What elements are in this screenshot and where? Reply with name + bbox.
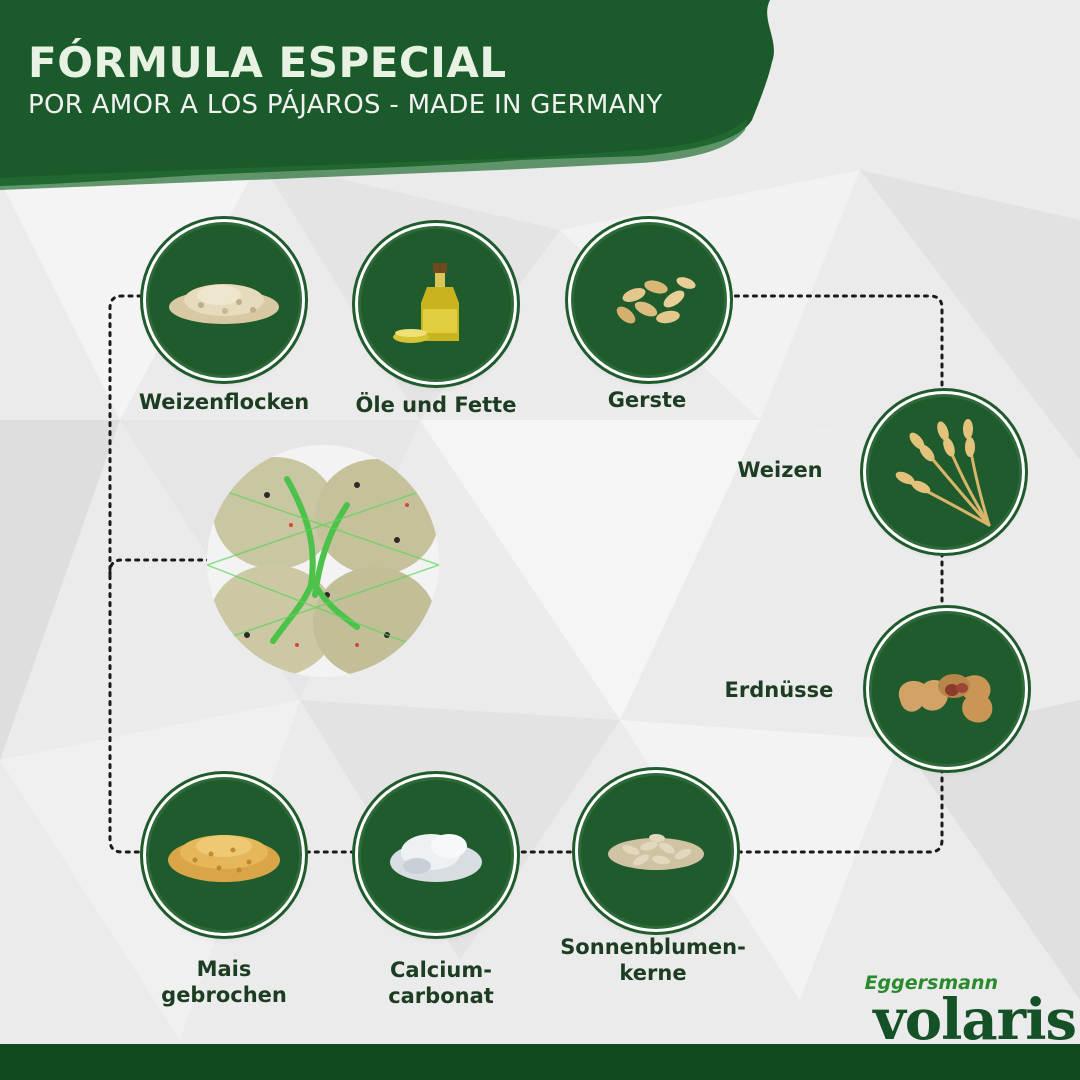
oat-flakes-icon <box>169 284 279 324</box>
badge-calciumcarbonat <box>361 780 511 930</box>
peanuts-icon <box>898 674 993 723</box>
crushed-corn-icon <box>168 835 280 882</box>
badge-gerste <box>574 225 724 375</box>
product-image <box>207 445 439 677</box>
label-erdnuesse: Erdnüsse <box>724 678 834 702</box>
wheat-ears-icon <box>895 419 991 527</box>
badge-weizenflocken <box>149 225 299 375</box>
footer-bar <box>0 1044 1080 1080</box>
suet-balls-in-green-net <box>207 445 439 677</box>
badge-mais-gebrochen <box>149 780 299 930</box>
brand-logo: Eggersmann volaris <box>864 972 1077 1053</box>
label-mais-gebrochen: Mais gebrochen <box>161 957 287 1007</box>
brand-maker: Eggersmann <box>864 972 998 994</box>
barley-grains-icon <box>616 277 696 324</box>
header-banner <box>0 0 774 190</box>
calcium-powder-icon <box>390 834 482 882</box>
label-oele-und-fette: Öle und Fette <box>355 393 517 417</box>
label-gerste: Gerste <box>607 388 687 412</box>
brand-name: volaris <box>873 987 1077 1053</box>
badge-sonnenblumenkerne <box>581 776 731 926</box>
label-weizen: Weizen <box>737 458 823 482</box>
page-subtitle: POR AMOR A LOS PÁJAROS - MADE IN GERMANY <box>28 90 663 120</box>
sunflower-seeds-icon <box>608 833 704 870</box>
badge-weizen <box>869 397 1019 547</box>
badge-erdnuesse <box>872 614 1022 764</box>
page-title: FÓRMULA ESPECIAL <box>28 38 507 87</box>
label-weizenflocken: Weizenflocken <box>138 390 310 414</box>
label-sonnenblumenkerne: Sonnenblumen- kerne <box>560 935 746 985</box>
badge-oele-und-fette <box>361 229 511 379</box>
label-calciumcarbonat: Calcium- carbonat <box>388 958 494 1008</box>
oil-bottle-icon <box>393 263 459 343</box>
